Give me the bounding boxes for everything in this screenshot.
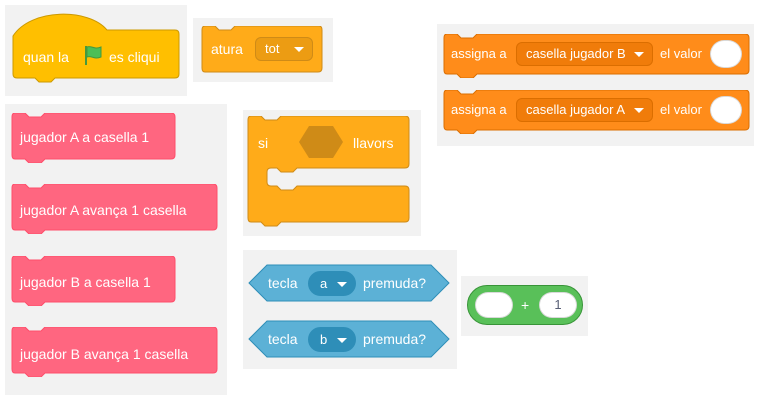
variable-name: casella jugador B — [526, 46, 626, 61]
custom-block-shape — [11, 327, 218, 377]
value-label: el valor — [660, 102, 702, 117]
right-operand-value: 1 — [554, 297, 562, 312]
chevron-down-icon — [294, 47, 304, 52]
when-flag-clicked-block[interactable]: quan la es cliqui — [11, 12, 181, 84]
set-variable-block[interactable]: assigna a casella jugador A el valor — [443, 90, 751, 134]
chevron-down-icon — [337, 282, 347, 287]
right-operand-input[interactable]: 1 — [539, 292, 577, 318]
key-value: b — [320, 332, 328, 347]
variable-name: casella jugador A — [526, 102, 626, 117]
key-label: tecla — [268, 331, 298, 347]
condition-slot[interactable] — [299, 126, 343, 158]
stop-label: atura — [211, 41, 243, 57]
stop-option-value: tot — [265, 41, 280, 56]
event-label-after: es cliqui — [109, 49, 160, 65]
custom-block-shape — [11, 256, 176, 306]
key-value: a — [320, 276, 328, 291]
chevron-down-icon — [337, 338, 347, 343]
if-label: si — [258, 135, 269, 151]
pressed-label: premuda? — [363, 275, 427, 291]
stop-block[interactable]: atura tot — [201, 26, 323, 76]
key-label: tecla — [268, 275, 298, 291]
custom-block-label: jugador A avança 1 casella — [20, 202, 187, 218]
custom-block-label: jugador B avança 1 casella — [20, 346, 189, 362]
if-block-shape — [247, 116, 410, 227]
set-variable-block[interactable]: assigna a casella jugador B el valor — [443, 34, 751, 78]
custom-block-shape — [11, 184, 218, 234]
value-input[interactable] — [710, 96, 742, 124]
key-pressed-block[interactable]: tecla b premuda? — [248, 319, 450, 359]
if-then-block[interactable]: si llavors — [247, 116, 413, 228]
custom-block[interactable]: jugador B avança 1 casella — [11, 327, 221, 377]
chevron-down-icon — [634, 108, 644, 113]
then-label: llavors — [353, 135, 394, 151]
custom-block[interactable]: jugador B a casella 1 — [11, 256, 179, 306]
pressed-label: premuda? — [363, 331, 427, 347]
variable-dropdown[interactable]: casella jugador B — [516, 42, 653, 66]
custom-block-label: jugador B a casella 1 — [20, 274, 151, 290]
value-label: el valor — [660, 46, 702, 61]
custom-block-label: jugador A a casella 1 — [20, 129, 150, 145]
variable-dropdown[interactable]: casella jugador A — [516, 98, 653, 122]
value-input[interactable] — [710, 40, 742, 68]
stop-option-dropdown[interactable]: tot — [255, 37, 313, 61]
set-label: assigna a — [451, 102, 507, 117]
key-dropdown[interactable]: b — [308, 327, 356, 352]
chevron-down-icon — [634, 52, 644, 57]
custom-block-shape — [11, 113, 176, 163]
custom-block[interactable]: jugador A avança 1 casella — [11, 184, 221, 234]
add-operator-block[interactable]: + 1 — [467, 285, 583, 325]
key-pressed-block[interactable]: tecla a premuda? — [248, 263, 450, 303]
event-label-before: quan la — [23, 49, 69, 65]
set-label: assigna a — [451, 46, 507, 61]
green-flag-icon — [85, 46, 102, 65]
key-dropdown[interactable]: a — [308, 271, 356, 296]
custom-block[interactable]: jugador A a casella 1 — [11, 113, 179, 163]
plus-operator: + — [521, 297, 530, 313]
left-operand-input[interactable] — [475, 292, 513, 318]
